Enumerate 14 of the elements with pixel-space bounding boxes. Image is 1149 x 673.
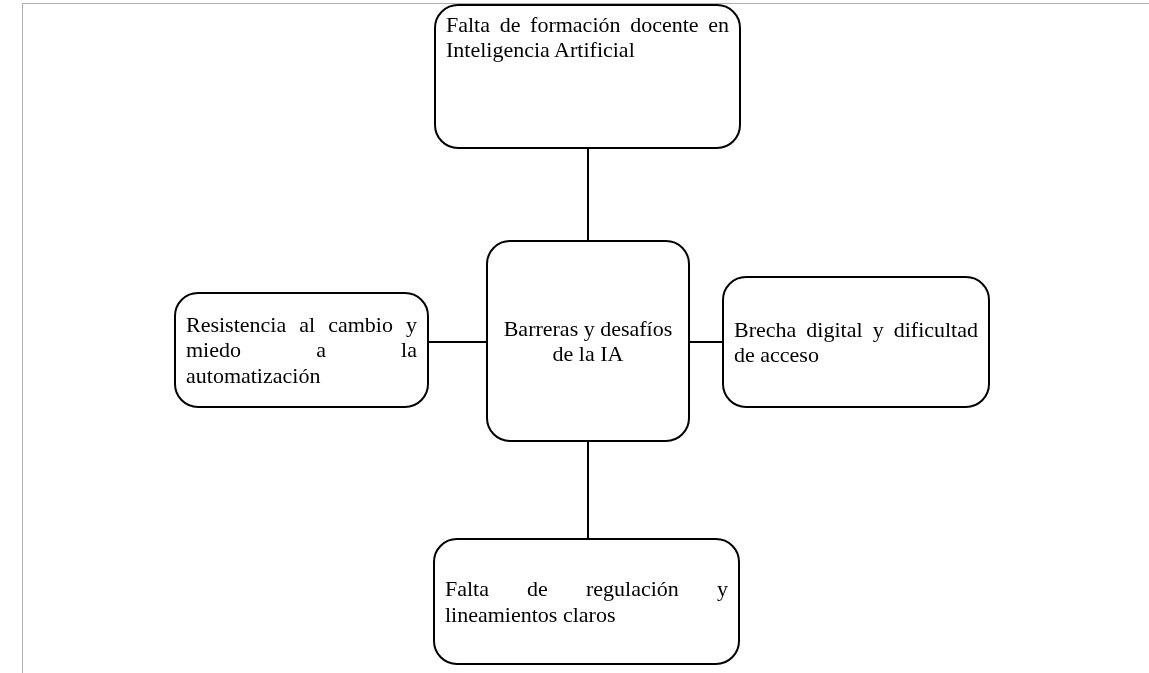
connector-line xyxy=(587,441,589,539)
box-text: Falta de regulación y lineamientos claros xyxy=(445,576,728,627)
box-text: Brecha digital y dificultad de acceso xyxy=(734,316,978,368)
rounded-box xyxy=(486,240,690,442)
rounded-box xyxy=(174,292,429,408)
connector-line xyxy=(689,341,723,343)
connector-line xyxy=(428,341,487,343)
rounded-box xyxy=(434,4,741,149)
box-text: Resistencia al cambio y miedo a la automatización xyxy=(186,312,417,388)
box-text: Falta de formación docente en Inteligencia Artificial xyxy=(446,12,729,63)
rounded-box xyxy=(722,276,990,408)
box-text: Barreras y desafíos de la IA xyxy=(502,315,674,367)
connector-line xyxy=(587,148,589,241)
rounded-box xyxy=(433,538,740,665)
